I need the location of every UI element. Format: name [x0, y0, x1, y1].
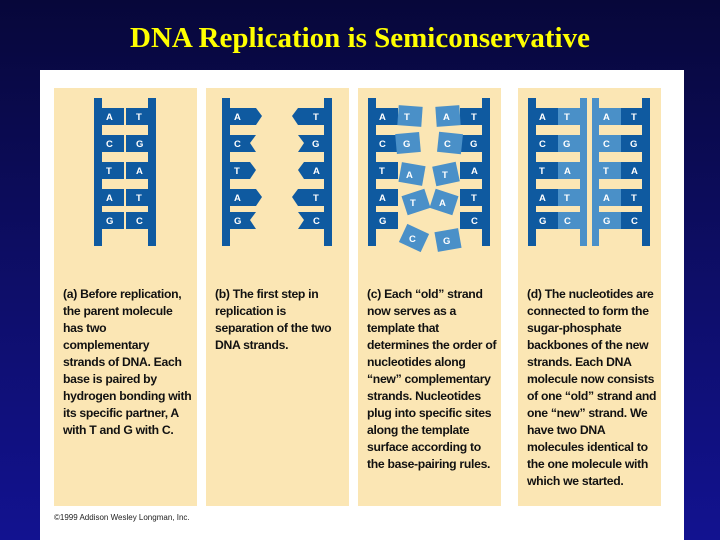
- base-label: T: [564, 112, 570, 123]
- base-label: T: [313, 193, 319, 204]
- panel-b-dna-diagram: A T C G T A A T G C: [222, 98, 332, 246]
- base-label: A: [603, 112, 610, 123]
- base-label: G: [539, 216, 546, 227]
- base-label: T: [564, 193, 570, 204]
- base-label: T: [631, 193, 637, 204]
- base-label: T: [313, 112, 319, 123]
- base-label: A: [539, 193, 546, 204]
- base-label: C: [234, 139, 241, 150]
- base-label: C: [539, 139, 546, 150]
- base-label: G: [379, 216, 386, 227]
- base-label: C: [603, 139, 610, 150]
- base-label: A: [379, 193, 386, 204]
- base-label: A: [379, 112, 386, 123]
- old-strand-right: [642, 98, 650, 246]
- panel-c: A C T A G T G A T C T G A T C A: [358, 88, 501, 506]
- base-label: A: [136, 166, 143, 177]
- new-strand-right: [592, 98, 599, 246]
- base-label: C: [313, 216, 320, 227]
- base-label: A: [564, 166, 571, 177]
- replication-figure: A T C G T A A T G C (a) Before replicati…: [40, 70, 684, 540]
- base-label: C: [564, 216, 571, 227]
- base-label: A: [106, 193, 113, 204]
- molecule-left-pairs: A T C G T A A T G C: [536, 108, 580, 229]
- separated-bases: A T C G T A A T G C: [230, 108, 324, 229]
- panel-a-caption: (a) Before replication, the parent molec…: [63, 287, 192, 437]
- panel-c-caption: (c) Each “old” strand now serves as a te…: [367, 287, 497, 471]
- base-label: A: [234, 193, 241, 204]
- base-pair: C G: [102, 135, 148, 152]
- base-label: G: [312, 139, 319, 150]
- base-pair: G C: [102, 212, 148, 229]
- old-strand-left: [528, 98, 536, 246]
- old-strand-right-bases: T G A T C: [460, 108, 482, 229]
- base-pair: A T: [102, 108, 148, 125]
- base-label: A: [443, 112, 450, 123]
- base-label: G: [136, 139, 143, 150]
- base-label: A: [471, 166, 478, 177]
- old-strand-right: [482, 98, 490, 246]
- base-label: C: [136, 216, 143, 227]
- base-label: T: [631, 112, 637, 123]
- base-label: T: [136, 112, 142, 123]
- panel-d-dna-diagram: A T C G T A A T G C A T C G T A A T G C: [528, 98, 650, 246]
- base-label: G: [630, 139, 637, 150]
- panel-b: A T C G T A A T G C (b) The first step i…: [206, 88, 349, 506]
- base-label: A: [406, 170, 413, 181]
- base-label: T: [603, 166, 609, 177]
- new-nucleotides-left: T G A T C: [395, 105, 431, 253]
- new-strand-left: [580, 98, 587, 246]
- base-label: G: [106, 216, 113, 227]
- base-label: A: [106, 112, 113, 123]
- base-label: C: [444, 139, 451, 150]
- base-label: T: [106, 166, 112, 177]
- base-label: T: [136, 193, 142, 204]
- base-label: A: [539, 112, 546, 123]
- new-nucleotides-right: A C T A G: [429, 105, 463, 252]
- panel-b-caption: (b) The first step in replication is sep…: [215, 287, 332, 352]
- panel-c-dna-diagram: A C T A G T G A T C T G A T C A: [368, 98, 490, 253]
- panel-d: A T C G T A A T G C A T C G T A A T G C: [518, 88, 661, 506]
- base-label: C: [471, 216, 478, 227]
- panel-a-dna-diagram: A T C G T A A T G C: [94, 98, 156, 246]
- base-label: G: [470, 139, 477, 150]
- base-label: A: [603, 193, 610, 204]
- molecule-right-pairs: A T C G T A A T G C: [599, 108, 642, 229]
- slide-title: DNA Replication is Semiconservative: [130, 22, 590, 54]
- panel-a: A T C G T A A T G C (a) Before replicati…: [54, 88, 197, 506]
- base-label: G: [603, 216, 610, 227]
- backbone-left: [94, 98, 102, 246]
- backbone-left: [222, 98, 230, 246]
- backbone-right: [148, 98, 156, 246]
- base-label: T: [404, 112, 410, 123]
- base-label: G: [563, 139, 570, 150]
- base-label: A: [631, 166, 638, 177]
- base-label: C: [631, 216, 638, 227]
- base-label: T: [442, 170, 448, 181]
- base-pair: A T: [102, 189, 148, 206]
- base-label: G: [234, 216, 241, 227]
- panel-d-caption: (d) The nucleotides are connected to for…: [527, 287, 657, 488]
- base-label: C: [379, 139, 386, 150]
- base-label: T: [471, 193, 477, 204]
- base-label: T: [234, 166, 240, 177]
- base-label: G: [443, 236, 450, 247]
- base-pair: T A: [102, 162, 148, 179]
- base-label: T: [539, 166, 545, 177]
- base-label: G: [403, 139, 410, 150]
- base-label: T: [379, 166, 385, 177]
- base-label: A: [234, 112, 241, 123]
- base-label: C: [106, 139, 113, 150]
- base-label: T: [410, 198, 416, 209]
- backbone-right: [324, 98, 332, 246]
- base-label: A: [439, 198, 446, 209]
- copyright-notice: ©1999 Addison Wesley Longman, Inc.: [54, 513, 190, 522]
- base-label: A: [313, 166, 320, 177]
- base-label: C: [409, 234, 416, 245]
- old-strand-left: [368, 98, 376, 246]
- base-label: T: [471, 112, 477, 123]
- old-strand-left-bases: A C T A G: [376, 108, 398, 229]
